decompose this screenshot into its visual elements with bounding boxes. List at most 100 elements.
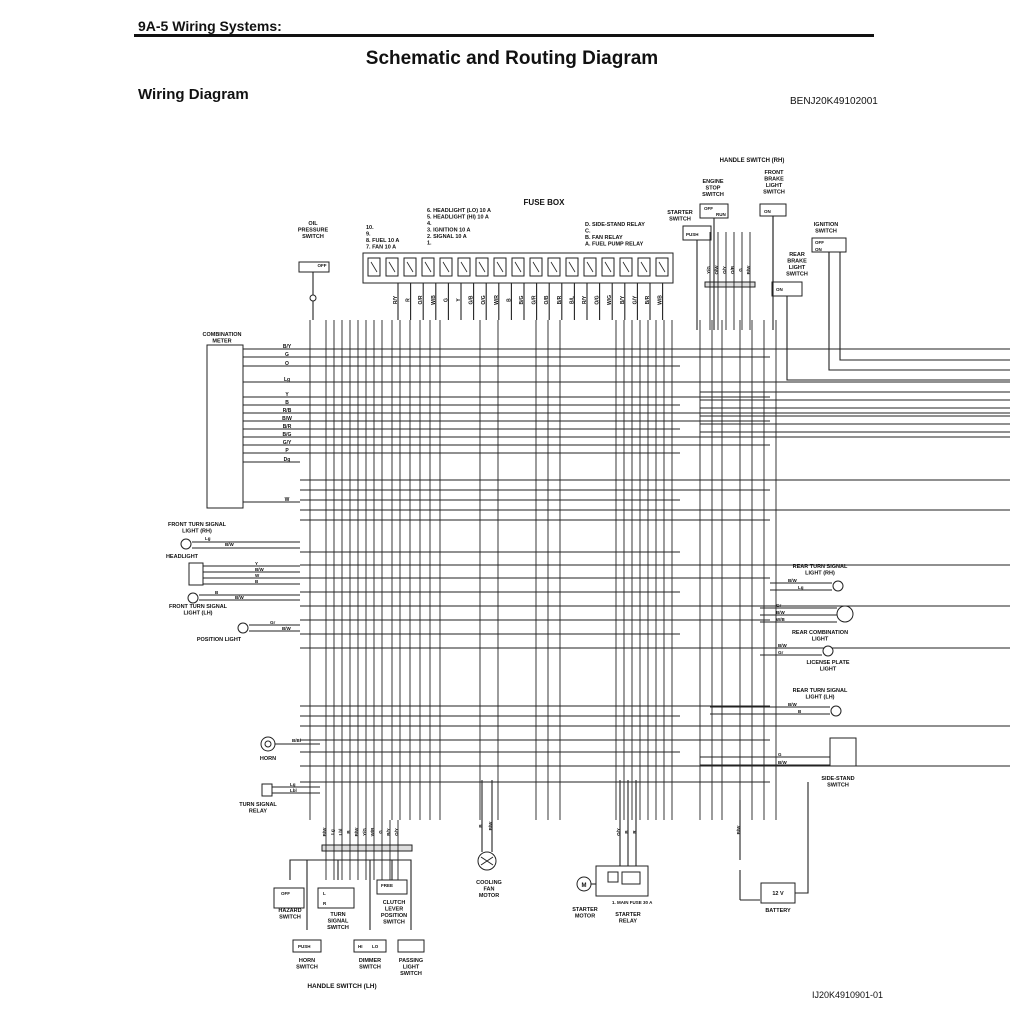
turn-signal-relay [261,783,273,797]
dimmer-switch-label: SWITCH [359,965,381,971]
starter-relay-label: STARTER [615,912,641,918]
wire-color: B/W [255,567,265,572]
horn-label: HORN [260,756,276,762]
wire-color: B/W [778,643,788,648]
fuse-wire-color: B/L [569,296,575,304]
lh-wire-color: B [346,830,351,834]
switch-position: PUSH [298,944,311,949]
rear-turn-rh-label: REAR TURN SIGNAL [793,564,848,570]
horn-center [264,740,272,748]
fuse-element [604,261,612,273]
fuse-wire-color: O/G [481,295,487,304]
fuse-mid-label: 2. SIGNAL 10 A [427,234,467,240]
meter-wire-color: B/Y [283,344,292,350]
switch-position: RUN [716,212,726,217]
switch-position: L [323,891,326,896]
lh-wire-color: O/Y [394,828,399,836]
dimmer-switch [353,939,387,953]
fuse-wire-color: G/R [532,295,538,304]
fuse-element [622,261,630,273]
switch-position: OFF [815,240,824,245]
meter-wire-color: B/G [283,432,292,438]
rh-wire-color: O/W [714,265,719,275]
combination-meter-label: COMBINATION [202,332,241,338]
meter-wire-color: P [285,448,289,454]
fuse-wire-color: Y [456,298,462,302]
rear-brake-light-switch-label: BRAKE [787,259,807,265]
starter-switch-label: SWITCH [669,217,691,223]
headlight-body [188,562,204,586]
lh-wire-color: B/W [354,827,359,837]
oil-pressure-switch-label: PRESSURE [298,228,329,234]
rear-combination-light-label: REAR COMBINATION [792,630,848,636]
fuse-mid-label: 6. HEADLIGHT (LO) 10 A [427,208,491,214]
switch-position: OFF [318,263,327,268]
switch-position: ON [764,209,771,214]
fuse-box-label: FUSE BOX [524,198,566,207]
cooling-fan-motor-label: MOTOR [479,893,499,899]
wire-color: W [255,573,260,578]
fuse-element [568,261,576,273]
meter-wire-color: B [285,400,289,406]
rear-brake-wire [786,296,1010,381]
rear-turn-rh-label: LIGHT (RH) [805,571,835,577]
meter-wire-color: B/W [282,416,292,422]
wire-color: B [215,590,219,595]
fuse-wire-color: G/B [469,295,475,304]
rh-wire-color: O/B [730,265,735,274]
lh-harness-clamp [321,844,413,852]
page-title: Schematic and Routing Diagram [365,48,659,69]
wire-color: Gr [270,620,276,625]
wire-color: B/W [282,626,292,631]
fuse-element [586,261,594,273]
wire-color: W/B [776,617,785,622]
fuse-element [658,261,666,273]
fuse-element [550,261,558,273]
wire-color: B [478,824,483,828]
side-stand-switch-label: SIDE-STAND [821,776,854,782]
side-stand-switch-label: SWITCH [827,783,849,789]
rh-wire-color: Y/G [706,266,711,274]
meter-wire-color: B/R [283,424,292,430]
turn-signal-relay-label: TURN SIGNAL [239,802,277,808]
rear-turn-lh-label: REAR TURN SIGNAL [793,688,848,694]
lh-switch-wire [289,859,360,880]
rh-wire-color: G [738,268,743,272]
wire-color: Lg [205,536,211,541]
clutch-lever-switch-label: SWITCH [383,920,405,926]
wire-color: O/Y [616,828,621,836]
relay-label: B. FAN RELAY [585,235,623,241]
switch-position: OFF [704,206,713,211]
page-subtitle: Wiring Diagram [138,86,249,103]
fuse-wire-color: R/Y [582,295,588,304]
fuse-element [424,261,432,273]
license-plate-light-label: LIGHT [820,667,837,673]
battery-label: BATTERY [765,908,791,914]
starter-motor-label: MOTOR [575,914,595,920]
fuse-wire-color: B/R [645,295,651,304]
lh-switch-wire [360,859,412,930]
cooling-fan-motor-label: COOLING [476,880,502,886]
fuse-wire-color: W/B [431,295,437,305]
rear-brake-light-switch-label: REAR [789,252,805,258]
rear-combination-light [836,605,854,623]
turn-signal-switch-label: TURN [330,912,345,918]
switch-position: FREE [381,883,393,888]
starter-motor-symbol: M [582,883,587,889]
front-brake-light-switch-label: BRAKE [764,177,784,183]
wire-color: Gr [776,603,782,608]
fuse-element [406,261,414,273]
rear-brake-light-switch-label: LIGHT [789,265,806,271]
ignition-switch-label: IGNITION [814,222,838,228]
meter-wire-color: Dg [284,457,291,463]
wire-color: B/W [776,610,786,615]
lh-switch-wire [360,859,371,930]
turn-signal-switch-label: SWITCH [327,925,349,931]
wire-color: B/W [488,821,493,831]
oil-pressure-switch-label: SWITCH [302,234,324,240]
front-turn-rh-label: FRONT TURN SIGNAL [168,522,227,528]
fuse-mid-label: 4. [427,221,432,227]
cooling-fan-motor-label: FAN [484,887,495,893]
